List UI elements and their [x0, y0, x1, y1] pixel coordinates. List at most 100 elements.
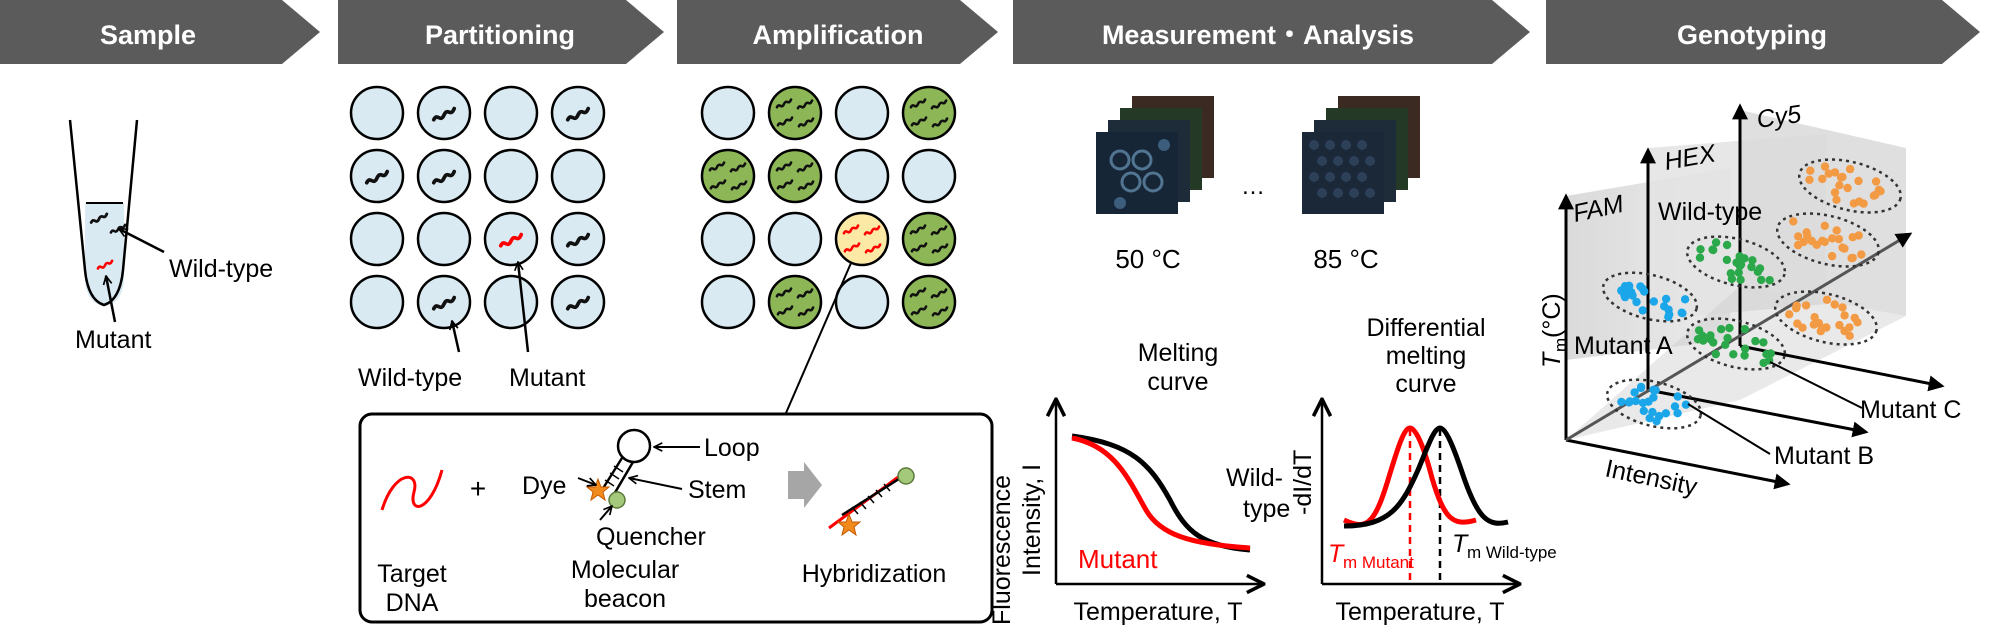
tm-axis-unit: (°C)	[1538, 293, 1566, 338]
cluster-point	[1792, 304, 1801, 313]
droplet	[349, 274, 405, 330]
process-arrow-icon	[788, 462, 822, 508]
droplet	[550, 148, 606, 204]
cluster-point	[1721, 340, 1730, 349]
diff-x-axis-label: Temperature, T	[1335, 598, 1504, 626]
cluster-point	[1759, 338, 1768, 347]
hybridization-label: Hybridization	[802, 560, 947, 588]
step-sample: Sample	[0, 0, 320, 64]
wild-type-label: Wild-type	[169, 255, 273, 283]
hybridized-beacon-icon	[828, 467, 915, 537]
cluster-point	[1678, 309, 1687, 318]
loop-label: Loop	[704, 434, 760, 462]
diff-title-line1: Differential	[1366, 314, 1485, 342]
step-partitioning: Partitioning	[338, 0, 664, 64]
cluster-point	[1824, 169, 1834, 178]
ellipsis: …	[1241, 173, 1265, 200]
genotyping-3d-plot: Cy5 HEX FAM Wild-type Mutant A Mutant B …	[1538, 100, 1961, 501]
cluster-point	[1617, 397, 1626, 407]
cluster-point	[1681, 400, 1691, 409]
droplet	[416, 211, 472, 267]
cluster-point	[1871, 190, 1880, 200]
mutant-c-cluster	[1773, 290, 1879, 346]
wild-type-label-line1: Wild-	[1226, 464, 1283, 492]
step-measurement-analysis: Measurement・Analysis	[1013, 0, 1530, 64]
cluster-point	[1722, 240, 1732, 250]
cluster-point	[1859, 199, 1868, 208]
cluster-point	[1762, 350, 1771, 359]
cluster-point	[1830, 188, 1840, 197]
cluster-point	[1747, 262, 1756, 272]
fam-wild-type-cluster	[1605, 378, 1703, 430]
cluster-point	[1802, 228, 1811, 237]
cluster-point	[1751, 336, 1760, 346]
step-amplification: Amplification	[677, 0, 998, 64]
cluster-point	[1812, 240, 1821, 249]
y-axis-label-line2: Intensity, I	[1018, 464, 1046, 576]
cluster-point	[1834, 234, 1844, 244]
cluster-point	[1794, 232, 1803, 241]
wild-type-curve	[1071, 433, 1251, 553]
cluster-point	[1827, 251, 1837, 261]
wild-type-label: Wild-type	[358, 364, 462, 392]
cluster-point	[1665, 310, 1674, 319]
cluster-point	[1722, 255, 1732, 265]
droplet	[700, 211, 756, 267]
droplet	[901, 148, 957, 204]
cluster-point	[1645, 414, 1654, 423]
amplified-droplet	[901, 211, 957, 267]
droplet	[700, 85, 756, 141]
cluster-point	[1820, 221, 1830, 230]
tm-axis-sub: m	[1551, 338, 1570, 352]
intensity-axis	[1565, 438, 1791, 490]
cluster-point	[1740, 324, 1750, 334]
differential-melting-plot: Differential melting curve -dI/dT T m Mu…	[1289, 314, 1557, 626]
cluster-point	[1838, 303, 1847, 312]
cluster-point	[1644, 397, 1653, 406]
molecular-beacon-panel: + Dye Loop Stem Quencher Target DNA Mole…	[358, 412, 994, 624]
cluster-point	[1854, 176, 1863, 186]
cluster-point	[1835, 320, 1844, 330]
target-label-line1: Target	[377, 560, 447, 588]
cluster-point	[1849, 199, 1859, 208]
cluster-point	[1729, 350, 1738, 359]
cluster-point	[1636, 282, 1645, 291]
plus-sign: +	[470, 473, 486, 504]
step-label: Amplification	[752, 20, 923, 50]
amplified-droplet	[700, 148, 756, 204]
cluster-point	[1620, 292, 1630, 302]
mutant-a-cluster	[1601, 271, 1699, 323]
cluster-point	[1820, 162, 1830, 171]
cluster-point	[1854, 231, 1863, 240]
y-axis-label-line1: Fluorescence	[988, 475, 1016, 625]
amplified-droplet	[834, 211, 890, 267]
cluster-point	[1709, 338, 1718, 347]
cluster-point	[1810, 313, 1819, 322]
cluster-point	[1822, 323, 1831, 332]
cy5-upper-cluster	[1775, 212, 1881, 268]
amplified-droplet	[767, 85, 823, 141]
cluster-point	[1706, 331, 1715, 340]
mutant-curve	[1071, 435, 1251, 551]
cluster-point	[1655, 411, 1664, 421]
cluster-point	[1725, 323, 1734, 333]
cluster-point	[1625, 397, 1635, 406]
cluster-point	[1785, 310, 1794, 319]
cluster-point	[1649, 385, 1658, 394]
depth-axis	[1565, 232, 1913, 442]
temp-label-50c: 50 °C	[1115, 244, 1180, 274]
diff-y-axis-label: -dI/dT	[1289, 450, 1317, 515]
hex-wild-type-cluster	[1685, 235, 1787, 289]
beacon-label-line2: beacon	[584, 585, 666, 613]
cluster-point	[1857, 250, 1866, 259]
cluster-point	[1740, 351, 1749, 360]
droplet	[834, 148, 890, 204]
step-genotyping: Genotyping	[1546, 0, 1980, 64]
image-stack-85c	[1302, 96, 1420, 214]
cluster-point	[1726, 269, 1736, 278]
cluster-point	[1809, 320, 1819, 329]
wild-type-label-line2: type	[1243, 495, 1290, 523]
droplet	[483, 85, 539, 141]
